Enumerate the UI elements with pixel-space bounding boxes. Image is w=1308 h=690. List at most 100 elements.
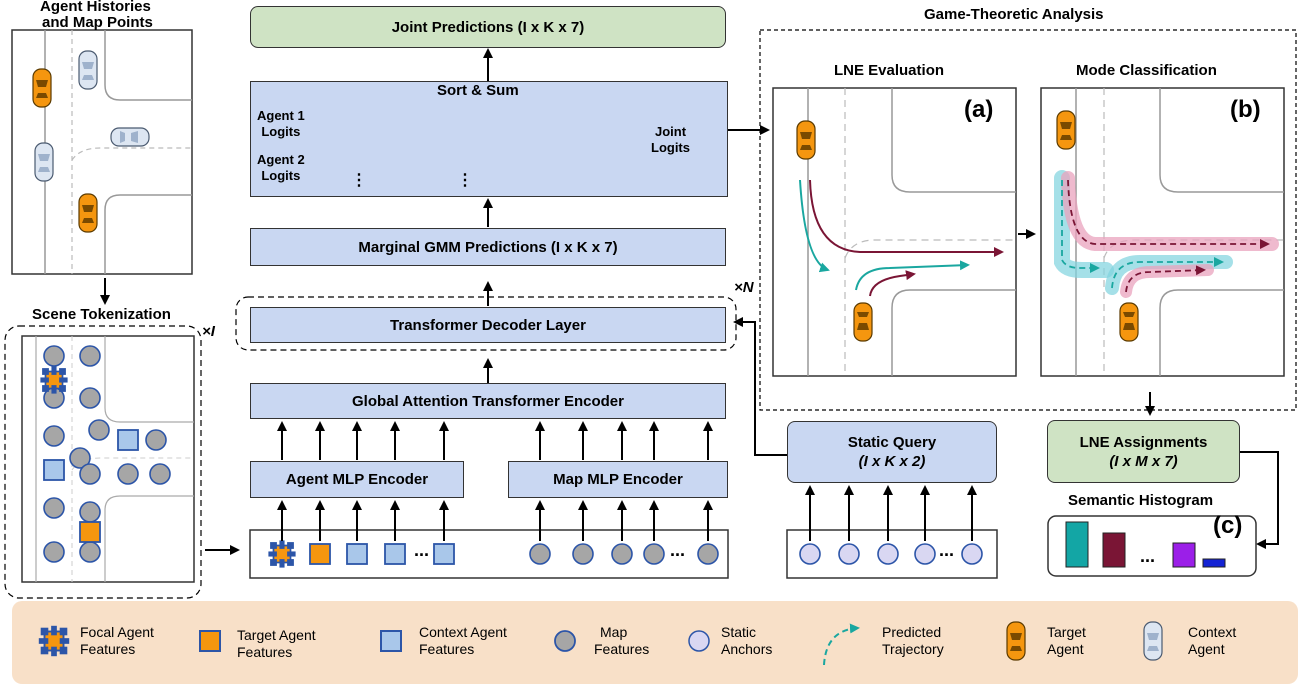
repeat-n-box [235, 296, 737, 351]
agent1-logits-label: Agent 1 Logits [257, 108, 305, 140]
context-feature-icon [380, 630, 402, 652]
map-point [79, 463, 101, 485]
agent1-line2: Logits [261, 124, 301, 139]
agent-ellipsis-right: ⋮ [457, 172, 473, 189]
joint-predictions-label: Joint Predictions (I x K x 7) [391, 18, 585, 36]
legend-static-line2: Anchors [721, 641, 773, 657]
panel-a-label: (a) [964, 96, 994, 123]
legend-target-feature: Target Agent Features [237, 627, 316, 661]
legend-context-feature-line2: Features [419, 641, 475, 657]
anchor-token [799, 543, 821, 565]
map-token [572, 543, 594, 565]
agent2-line1: Agent 2 [257, 152, 305, 167]
anchor-ellipsis: ... [939, 540, 955, 560]
anchor-token [961, 543, 983, 565]
repeat-i-label: ×I [202, 323, 215, 340]
histogram-bar [1065, 521, 1089, 568]
legend-icons [38, 621, 1163, 666]
histogram-bar [1202, 558, 1226, 568]
histogram-bar [1172, 542, 1196, 568]
legend-target-agent-line2: Agent [1047, 641, 1084, 657]
map-point [79, 345, 101, 367]
agent-histories-scene [11, 29, 193, 275]
lne-assign-line1: LNE Assignments [1079, 433, 1208, 451]
map-point [117, 463, 139, 485]
legend-context-agent-line2: Agent [1188, 641, 1225, 657]
lne-eval-title: LNE Evaluation [834, 62, 945, 79]
mode-classification-scene [1040, 87, 1285, 377]
joint-line2: Logits [651, 140, 690, 155]
map-feature-icon [554, 630, 576, 652]
map-point [43, 345, 65, 367]
context-car-icon [1143, 621, 1163, 661]
legend-static-line1: Static [721, 624, 757, 640]
legend-context-agent-line1: Context [1188, 624, 1237, 640]
sort-sum-title: Sort & Sum [437, 82, 519, 99]
panel-b-label: (b) [1230, 96, 1261, 123]
global-encoder-label: Global Attention Transformer Encoder [352, 392, 624, 410]
token-row-items [268, 540, 719, 568]
inputs-title-line1: Agent Histories [40, 0, 151, 15]
marginal-gmm-label: Marginal GMM Predictions (I x K x 7) [358, 238, 618, 256]
map-point [43, 497, 65, 519]
decoder-label: Transformer Decoder Layer [390, 316, 586, 334]
anchor-token [914, 543, 936, 565]
map-token-ellipsis: ... [670, 540, 686, 560]
context-agent-point [117, 429, 139, 451]
legend-predicted-line2: Trajectory [882, 641, 944, 657]
map-mlp-block: Map MLP Encoder [508, 461, 728, 498]
target-agent-point [79, 521, 101, 543]
legend-map-line1: Map [600, 624, 628, 640]
lne-evaluation-scene [772, 87, 1017, 377]
static-anchor-icon [688, 630, 710, 652]
static-query-line1: Static Query [847, 434, 937, 451]
map-point [149, 463, 171, 485]
panel-c-label: (c) [1213, 512, 1243, 539]
legend-target-feature-line1: Target Agent [237, 627, 316, 643]
legend-context-feature: Context Agent Features [419, 624, 507, 658]
legend-target-agent-line1: Target [1047, 624, 1086, 640]
legend-context-agent: Context Agent [1188, 624, 1236, 658]
target-token [309, 543, 331, 565]
legend-context-feature-line1: Context Agent [419, 624, 507, 640]
context-token [346, 543, 368, 565]
static-query-line2: (I x K x 2) [858, 453, 926, 470]
focal-feature-icon [40, 366, 68, 394]
static-query-block: Static Query (I x K x 2) [787, 421, 997, 483]
target-feature-icon [199, 630, 221, 652]
focal-feature-icon [38, 625, 70, 657]
anchor-row-items [799, 543, 983, 565]
joint-predictions-block: Joint Predictions (I x K x 7) [250, 6, 726, 48]
map-point [145, 429, 167, 451]
map-token [611, 543, 633, 565]
sort-sum-block [250, 81, 728, 197]
map-token [529, 543, 551, 565]
map-point [43, 425, 65, 447]
map-point [43, 541, 65, 563]
agent-mlp-label: Agent MLP Encoder [285, 471, 429, 488]
map-token [643, 543, 665, 565]
legend-target-feature-line2: Features [237, 644, 293, 660]
agent2-logits-label: Agent 2 Logits [257, 152, 305, 184]
legend-map: Map Features [594, 624, 649, 658]
histogram-title: Semantic Histogram [1068, 492, 1214, 509]
context-agent-point [43, 459, 65, 481]
joint-line1: Joint [654, 124, 687, 139]
legend-target-agent: Target Agent [1047, 624, 1086, 658]
map-point [79, 501, 101, 523]
map-point [79, 387, 101, 409]
tokenization-title: Scene Tokenization [32, 306, 171, 323]
anchor-token [838, 543, 860, 565]
legend-focal: Focal Agent Features [80, 624, 154, 658]
legend-static: Static Anchors [721, 624, 772, 658]
context-token [384, 543, 406, 565]
legend-panel [12, 601, 1298, 684]
map-point [69, 447, 91, 469]
tokenization-points [40, 345, 171, 563]
mode-class-title: Mode Classification [1076, 62, 1217, 79]
agent-mlp-block: Agent MLP Encoder [250, 461, 464, 498]
map-mlp-label: Map MLP Encoder [553, 471, 683, 488]
scene-tokenization [4, 325, 202, 599]
legend-focal-line1: Focal Agent [80, 624, 154, 640]
analysis-title: Game-Theoretic Analysis [924, 6, 1104, 23]
